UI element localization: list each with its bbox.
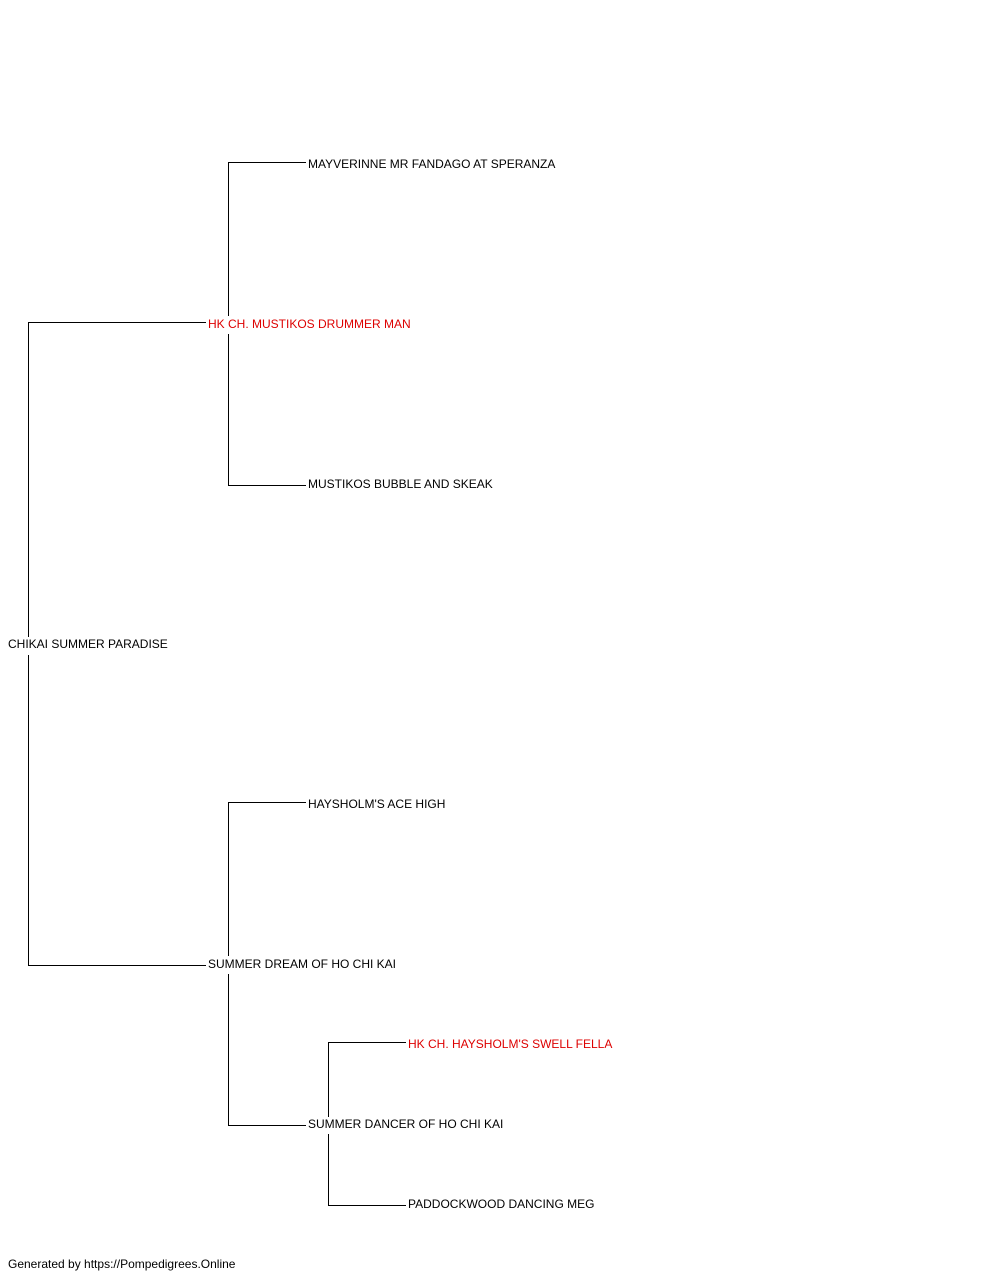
dam-dam-dam-name: PADDOCKWOOD DANCING MEG	[408, 1197, 597, 1211]
connector-dam-sire	[228, 802, 306, 956]
connector-damdam-sire	[328, 1042, 406, 1117]
generated-by-footer: Generated by https://Pompedigrees.Online	[8, 1257, 236, 1271]
connector-dam-dam	[228, 974, 306, 1126]
dam-dam-name: SUMMER DANCER OF HO CHI KAI	[308, 1117, 506, 1131]
connector-sire-dam	[228, 334, 306, 486]
connector-sire-sire	[228, 162, 306, 316]
connector-subject-dam	[28, 655, 206, 966]
dam-sire-name: HAYSHOLM'S ACE HIGH	[308, 797, 448, 811]
sire-dam-name: MUSTIKOS BUBBLE AND SKEAK	[308, 477, 495, 491]
dam-name: SUMMER DREAM OF HO CHI KAI	[208, 957, 399, 971]
sire-name: HK CH. MUSTIKOS DRUMMER MAN	[208, 317, 413, 331]
sire-sire-name: MAYVERINNE MR FANDAGO AT SPERANZA	[308, 157, 558, 171]
dam-dam-sire-name: HK CH. HAYSHOLM'S SWELL FELLA	[408, 1037, 615, 1051]
connector-damdam-dam	[328, 1134, 406, 1206]
connector-subject-sire	[28, 322, 206, 637]
subject-dog-name: CHIKAI SUMMER PARADISE	[8, 637, 170, 651]
